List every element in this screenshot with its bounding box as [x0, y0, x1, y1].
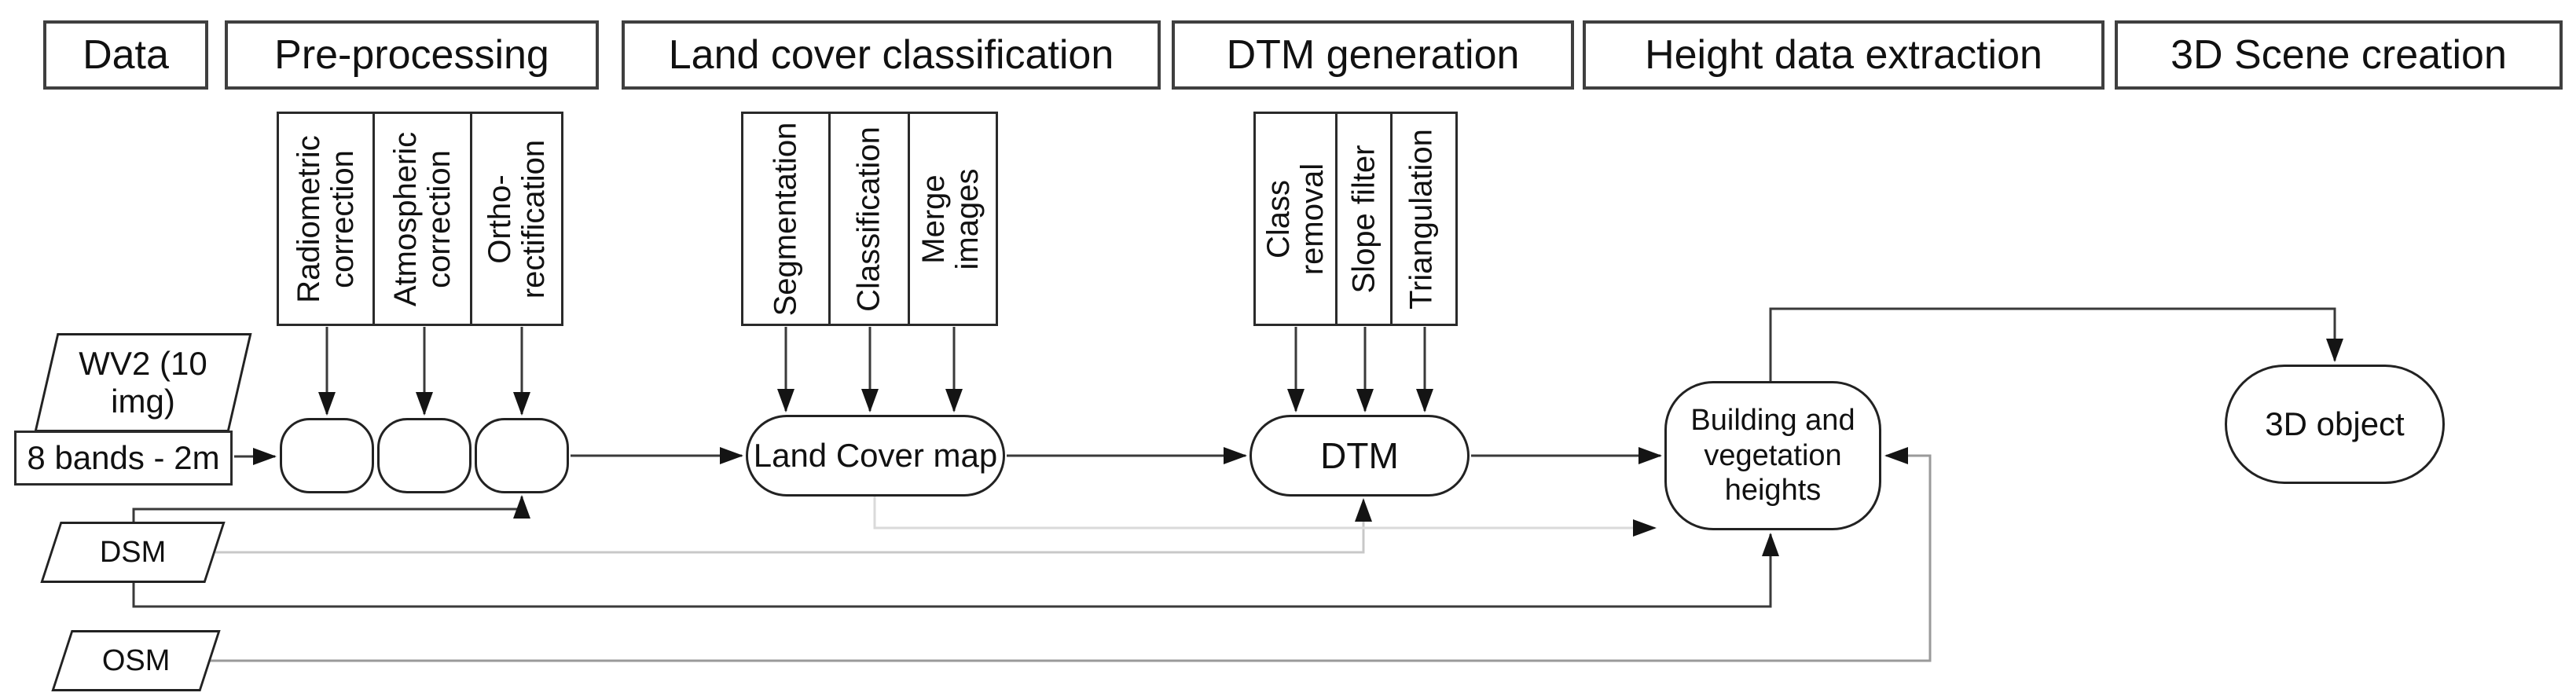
step-box-segmentation: Segmentation [768, 122, 803, 316]
stage-header-data: Data [43, 20, 208, 90]
step-box-merge-images: Merge images [908, 114, 991, 324]
data-node-dsm: DSM [40, 522, 226, 583]
arrow-heights-to-3d [1769, 307, 2343, 381]
step-box-classification: Classification [828, 114, 908, 324]
stage-label: Height data extraction [1645, 32, 2042, 78]
wv2-label: WV2 (10 img) [79, 345, 207, 420]
step-box-class-removal: Class removal [1260, 163, 1330, 275]
stage-header-height-data-extraction: Height data extraction [1583, 20, 2104, 90]
result-node-dtm: DTM [1249, 415, 1470, 497]
land-cover-map-label: Land Cover map [753, 437, 998, 474]
dtm-steps-group: Class removal Slope filter Triangulation [1253, 112, 1458, 326]
step-box-slope-filter: Slope filter [1335, 114, 1390, 324]
arrow-osm-to-heights [209, 447, 1932, 662]
dsm-label: DSM [99, 535, 167, 569]
result-node-land-cover-map: Land Cover map [746, 415, 1005, 497]
stage-label: Data [83, 32, 169, 78]
result-node-3d-object: 3D object [2225, 365, 2445, 484]
bands-label: 8 bands - 2m [27, 439, 220, 476]
stage-header-3d-scene-creation: 3D Scene creation [2115, 20, 2563, 90]
stage-header-dtm-generation: DTM generation [1172, 20, 1574, 90]
step-box-atmospheric-correction: Atmospheric correction [372, 114, 470, 324]
process-result-box-1 [280, 418, 374, 493]
data-node-wv2: WV2 (10 img) [34, 333, 252, 432]
landcover-steps-group: Segmentation Classification Merge images [741, 112, 998, 326]
stage-label: Land cover classification [668, 32, 1114, 78]
process-result-box-2 [377, 418, 472, 493]
stage-label: 3D Scene creation [2171, 32, 2507, 78]
osm-label: OSM [101, 643, 171, 677]
step-box-ortho-rectification: Ortho- rectification [470, 114, 561, 324]
data-node-bands: 8 bands - 2m [14, 431, 233, 486]
stage-label: DTM generation [1226, 32, 1520, 78]
stage-header-land-cover-classification: Land cover classification [622, 20, 1161, 90]
arrow-dsm-to-dtm [215, 498, 1372, 554]
step-box-radiometric-correction: Radiometric correction [291, 134, 360, 303]
data-node-osm: OSM [51, 630, 221, 691]
preprocessing-steps-group: Radiometric correction Atmospheric corre… [277, 112, 563, 326]
result-node-building-vegetation-heights: Building and vegetation heights [1664, 381, 1881, 530]
dtm-label: DTM [1320, 435, 1399, 476]
arrow-landcover-to-heights [873, 497, 1657, 537]
arrow-dsm-to-ortho [132, 495, 530, 522]
process-result-box-3 [475, 418, 569, 493]
step-box-triangulation: Triangulation [1390, 114, 1451, 324]
arrow-dsm-to-heights [132, 533, 1779, 608]
stage-label: Pre-processing [274, 32, 549, 78]
stage-header-pre-processing: Pre-processing [225, 20, 599, 90]
3d-object-label: 3D object [2265, 405, 2405, 442]
